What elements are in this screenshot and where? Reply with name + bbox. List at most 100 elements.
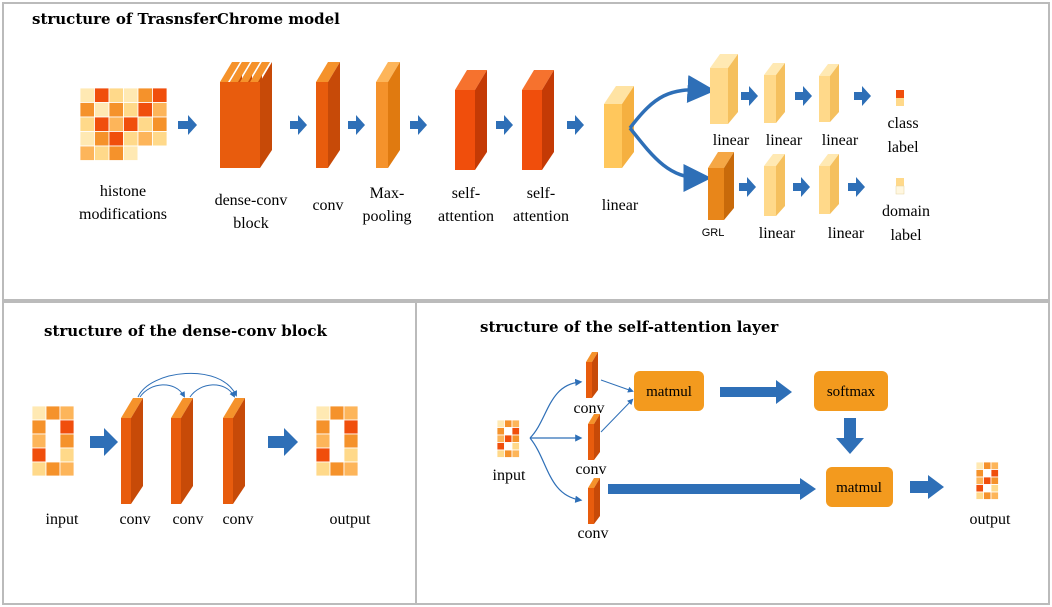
grid-cell [975,461,984,470]
class-label-output [896,90,904,106]
attention-conv-3 [588,478,600,524]
grid-cell [496,434,505,443]
grid-cell [315,461,331,477]
grid-cell [315,433,331,449]
grid-cell [108,116,124,132]
domain-linear-2 [819,154,839,214]
class-linear-3 [819,64,839,122]
grid-cell [496,427,505,436]
domain-label-output [895,178,905,195]
histone-grid [79,87,168,161]
dense-arrow-out [268,428,298,456]
grid-cell [137,102,153,118]
label-conv: conv [312,197,343,214]
grid-cell [94,102,110,118]
grid-cell [137,116,153,132]
grid-cell [983,491,992,500]
self-attention-layer-2 [522,70,554,170]
dense-label-output: output [330,511,371,528]
grid-cell [975,476,984,485]
conv2-to-matmul [600,398,634,433]
grid-cell [343,461,359,477]
label-dense-1: dense-conv [215,192,288,209]
grid-cell [343,419,359,435]
label-domain-1: domain [882,203,930,220]
grid-cell [152,131,168,147]
dense-label-conv-3: conv [222,511,253,528]
grid-cell [990,476,999,485]
grid-cell [315,419,331,435]
label-class-linear-1: linear [713,132,750,149]
dense-arrow-in [90,428,118,456]
dense-input-grid [31,405,75,477]
grid-cell [504,419,513,428]
grid-cell [496,419,505,428]
grid-cell [511,427,520,436]
grid-cell [79,131,95,147]
grid-cell [45,447,61,463]
att-label-conv-3: conv [577,525,608,542]
grid-cell [152,145,168,161]
grid-cell [496,449,505,458]
grid-cell [123,116,139,132]
attention-panel-title: structure of the self-attention layer [480,318,779,336]
dense-label-conv-2: conv [172,511,203,528]
dense-skip-connections [137,373,237,398]
grid-cell [990,461,999,470]
grid-cell [496,442,505,451]
grid-cell [511,434,520,443]
att-label-conv-2: conv [575,461,606,478]
grid-cell [511,442,520,451]
branch-arrow-domain [628,126,712,192]
grid-cell [343,447,359,463]
grid-cell [152,102,168,118]
arrow-to-output [910,475,944,499]
grid-cell [983,461,992,470]
grid-cell [315,447,331,463]
grid-cell [504,434,513,443]
label-selfatt1-2: attention [438,208,494,225]
dense-conv-1 [121,398,143,504]
grid-cell [79,102,95,118]
grid-cell [59,433,75,449]
grid-cell [329,419,345,435]
branch-arrow-class [628,75,716,130]
label-domain-linear-2: linear [828,225,865,242]
dense-label-conv-1: conv [119,511,150,528]
att-label-input: input [493,467,526,484]
label-histone-2: modifications [79,206,167,223]
grid-cell [504,442,513,451]
grid-cell [59,419,75,435]
flow-arrows-top [178,86,871,197]
grid-cell [152,87,168,103]
attention-input-grid [496,419,520,458]
matmul-1-label: matmul [646,384,692,400]
grid-cell [108,102,124,118]
grid-cell [79,145,95,161]
dense-conv-2 [171,398,193,504]
grl-layer [708,152,734,220]
grid-cell [45,419,61,435]
attention-output-grid [975,461,999,500]
grid-cell [990,491,999,500]
label-class-2: label [887,139,919,156]
grid-cell [983,476,992,485]
grid-cell [108,145,124,161]
grid-cell [45,433,61,449]
grid-cell [137,145,153,161]
dense-label-input: input [46,511,79,528]
dense-conv-3 [223,398,245,504]
arrow-matmul-softmax [720,380,792,404]
label-linear-main: linear [602,197,639,214]
grid-cell [31,433,47,449]
top-panel-frame [2,2,1050,301]
softmax-box: softmax [814,371,888,411]
label-domain-linear-1: linear [759,225,796,242]
grid-cell [343,405,359,421]
grid-cell [329,405,345,421]
grid-cell [94,116,110,132]
attention-conv-2 [588,414,600,460]
grid-cell [975,491,984,500]
label-dense-2: block [233,215,269,232]
matmul-box-2: matmul [826,467,893,507]
